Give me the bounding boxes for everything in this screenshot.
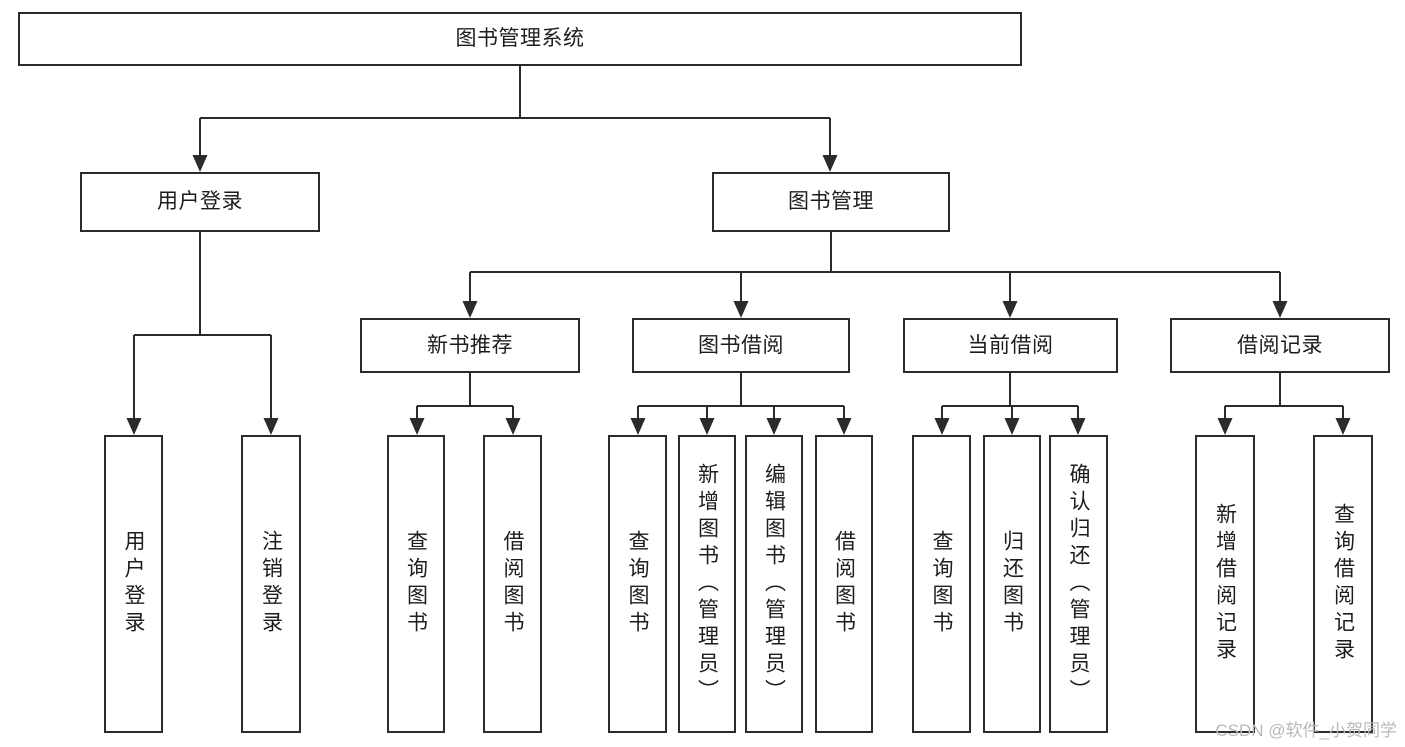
node-label: 新增图书（管理员） (695, 462, 719, 706)
arrow-head-icon (1002, 301, 1018, 318)
arrow-head-icon (766, 418, 782, 435)
arrow-head-icon (1335, 418, 1351, 435)
node-label: 新增借阅记录 (1213, 503, 1237, 665)
arrow-head-icon (822, 155, 838, 172)
node-label: 新书推荐 (427, 333, 513, 357)
node-root[interactable]: 图书管理系统 (18, 12, 1022, 66)
node-label: 借阅记录 (1237, 333, 1323, 357)
node-label: 归还图书 (1000, 530, 1024, 638)
node-label: 查询图书 (626, 530, 649, 638)
arrow-head-icon (1004, 418, 1020, 435)
node-label: 图书管理 (788, 190, 874, 214)
node-l-return[interactable]: 归还图书 (983, 435, 1041, 733)
node-label: 查询图书 (930, 530, 953, 638)
connector-lines (126, 66, 1351, 435)
node-label: 用户登录 (157, 190, 243, 214)
node-label: 查询图书 (404, 530, 428, 638)
node-label: 借阅图书 (832, 530, 856, 638)
node-current[interactable]: 当前借阅 (903, 318, 1118, 373)
node-records[interactable]: 借阅记录 (1170, 318, 1390, 373)
node-label: 当前借阅 (967, 333, 1054, 357)
arrow-head-icon (1272, 301, 1288, 318)
node-label: 编辑图书（管理员） (762, 462, 786, 706)
node-l-query3[interactable]: 查询图书 (912, 435, 971, 733)
node-label: 查询借阅记录 (1331, 503, 1355, 665)
node-l-borrow1[interactable]: 借阅图书 (483, 435, 542, 733)
node-label: 借阅图书 (501, 530, 524, 638)
arrow-head-icon (836, 418, 852, 435)
arrow-head-icon (1070, 418, 1086, 435)
arrow-head-icon (409, 418, 425, 435)
arrow-head-icon (192, 155, 208, 172)
node-l-queryrec[interactable]: 查询借阅记录 (1313, 435, 1373, 733)
node-login[interactable]: 用户登录 (80, 172, 320, 232)
node-newbook[interactable]: 新书推荐 (360, 318, 580, 373)
node-l-add[interactable]: 新增图书（管理员） (678, 435, 736, 733)
node-l-query2[interactable]: 查询图书 (608, 435, 667, 733)
node-l-addrec[interactable]: 新增借阅记录 (1195, 435, 1255, 733)
arrow-head-icon (699, 418, 715, 435)
arrow-head-icon (263, 418, 279, 435)
arrow-head-icon (934, 418, 950, 435)
arrow-head-icon (126, 418, 142, 435)
node-l-borrow2[interactable]: 借阅图书 (815, 435, 873, 733)
arrow-head-icon (462, 301, 478, 318)
node-label: 用户登录 (122, 530, 145, 638)
node-borrow[interactable]: 图书借阅 (632, 318, 850, 373)
node-label: 确认归还（管理员） (1067, 462, 1090, 706)
node-bookmgmt[interactable]: 图书管理 (712, 172, 950, 232)
node-label: 图书借阅 (698, 333, 784, 357)
arrow-head-icon (505, 418, 521, 435)
node-l-edit[interactable]: 编辑图书（管理员） (745, 435, 803, 733)
node-label: 注销登录 (259, 530, 283, 638)
node-l-logout[interactable]: 注销登录 (241, 435, 301, 733)
node-l-login[interactable]: 用户登录 (104, 435, 163, 733)
arrow-head-icon (630, 418, 646, 435)
node-label: 图书管理系统 (455, 27, 585, 51)
node-l-confirm[interactable]: 确认归还（管理员） (1049, 435, 1108, 733)
arrow-head-icon (1217, 418, 1233, 435)
arrow-head-icon (733, 301, 749, 318)
node-l-query1[interactable]: 查询图书 (387, 435, 445, 733)
